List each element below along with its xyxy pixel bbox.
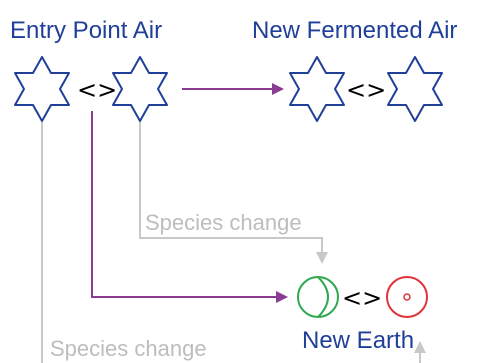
air-star-icon xyxy=(289,56,345,122)
species-change-label-lower: Species change xyxy=(50,336,207,361)
earth-globe-meridian xyxy=(317,276,329,318)
air-star-icon xyxy=(112,56,168,122)
earth-target-center-icon xyxy=(403,293,411,301)
species-change-label-upper: Species change xyxy=(145,210,302,235)
new-earth-title: New Earth xyxy=(302,327,414,354)
species-change-arrow-upper xyxy=(139,122,328,264)
new-fermented-air-link-symbol: <> xyxy=(346,76,386,104)
new-fermented-air-title: New Fermented Air xyxy=(252,17,457,44)
new-earth-link-symbol: <> xyxy=(342,284,382,312)
entry-point-air-title: Entry Point Air xyxy=(10,17,162,44)
air-star-icon xyxy=(387,56,443,122)
new-fermented-air-group: <> xyxy=(289,56,443,122)
earth-globe-icon xyxy=(297,276,339,318)
entry-point-air-link-symbol: <> xyxy=(77,76,117,104)
entry-point-air-group: <> xyxy=(14,56,168,122)
new-earth-group: <> xyxy=(297,276,428,318)
earth-target-icon xyxy=(386,276,428,318)
air-star-icon xyxy=(14,56,70,122)
arrow-to-new-earth xyxy=(91,111,288,303)
